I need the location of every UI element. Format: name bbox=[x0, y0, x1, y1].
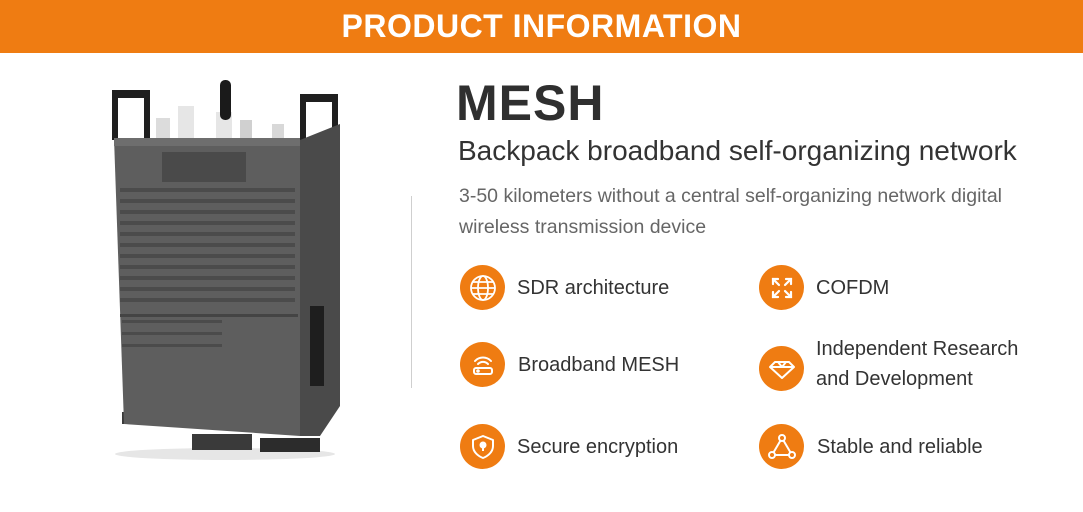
triangle-nodes-icon bbox=[759, 424, 804, 469]
banner-title: PRODUCT INFORMATION bbox=[341, 8, 742, 44]
feature-label: SDR architecture bbox=[517, 276, 670, 299]
vertical-divider bbox=[411, 196, 412, 388]
feature-label: Stable and reliable bbox=[817, 435, 983, 458]
globe-icon bbox=[460, 265, 505, 310]
feature-label: Secure encryption bbox=[517, 435, 679, 458]
product-image bbox=[112, 80, 340, 460]
header-banner: PRODUCT INFORMATION bbox=[0, 0, 1083, 53]
arrows-expand-icon bbox=[759, 265, 804, 310]
product-subtitle: Backpack broadband self-organizing netwo… bbox=[458, 135, 1017, 166]
feature-label: Broadband MESH bbox=[518, 353, 680, 376]
wifi-router-icon bbox=[460, 342, 505, 387]
feature-independent-research: Independent Research and Development bbox=[759, 334, 1046, 394]
feature-stable-reliable: Stable and reliable bbox=[759, 424, 983, 469]
feature-broadband-mesh: Broadband MESH bbox=[460, 342, 679, 387]
feature-secure-encryption: Secure encryption bbox=[460, 424, 678, 469]
product-description: 3-50 kilometers without a central self-o… bbox=[459, 185, 1003, 238]
product-title: MESH bbox=[456, 75, 605, 131]
feature-sdr-architecture: SDR architecture bbox=[460, 265, 669, 310]
feature-cofdm: COFDM bbox=[759, 265, 889, 310]
feature-label: COFDM bbox=[816, 276, 890, 299]
diamond-icon bbox=[759, 345, 804, 391]
feature-label: Independent Research and Development bbox=[816, 338, 1019, 390]
shield-lock-icon bbox=[460, 424, 505, 469]
